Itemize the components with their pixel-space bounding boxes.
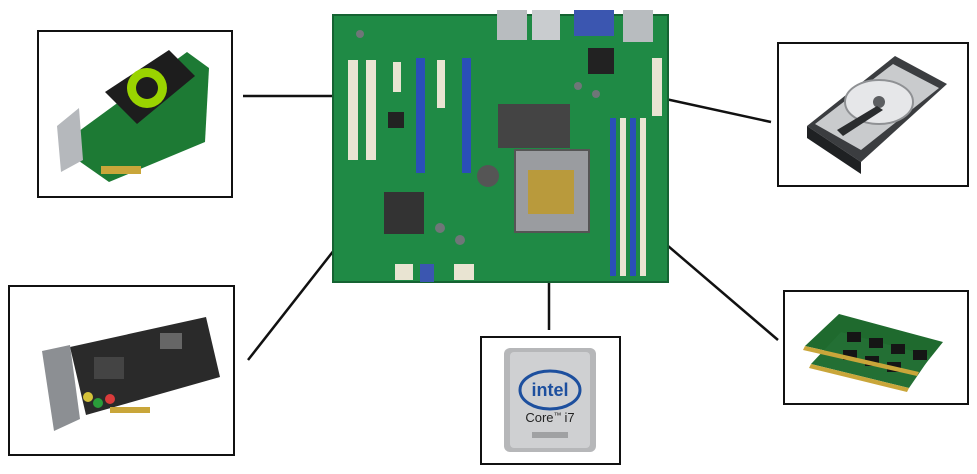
cpu-line2-text: i7 [565,410,575,425]
graphics-card-icon [57,50,209,182]
ram-box [783,290,969,405]
sound-card-icon [42,317,220,431]
cpu-brand-text: intel [531,380,568,400]
hard-drive-icon [807,56,947,174]
cpu-line1-text: Core [525,410,553,425]
graphics-card-box [37,30,233,198]
cpu-tm-text: ™ [554,411,562,420]
hard-drive-box [777,42,969,187]
sound-card-box [8,285,235,456]
ram-icon [803,314,943,392]
